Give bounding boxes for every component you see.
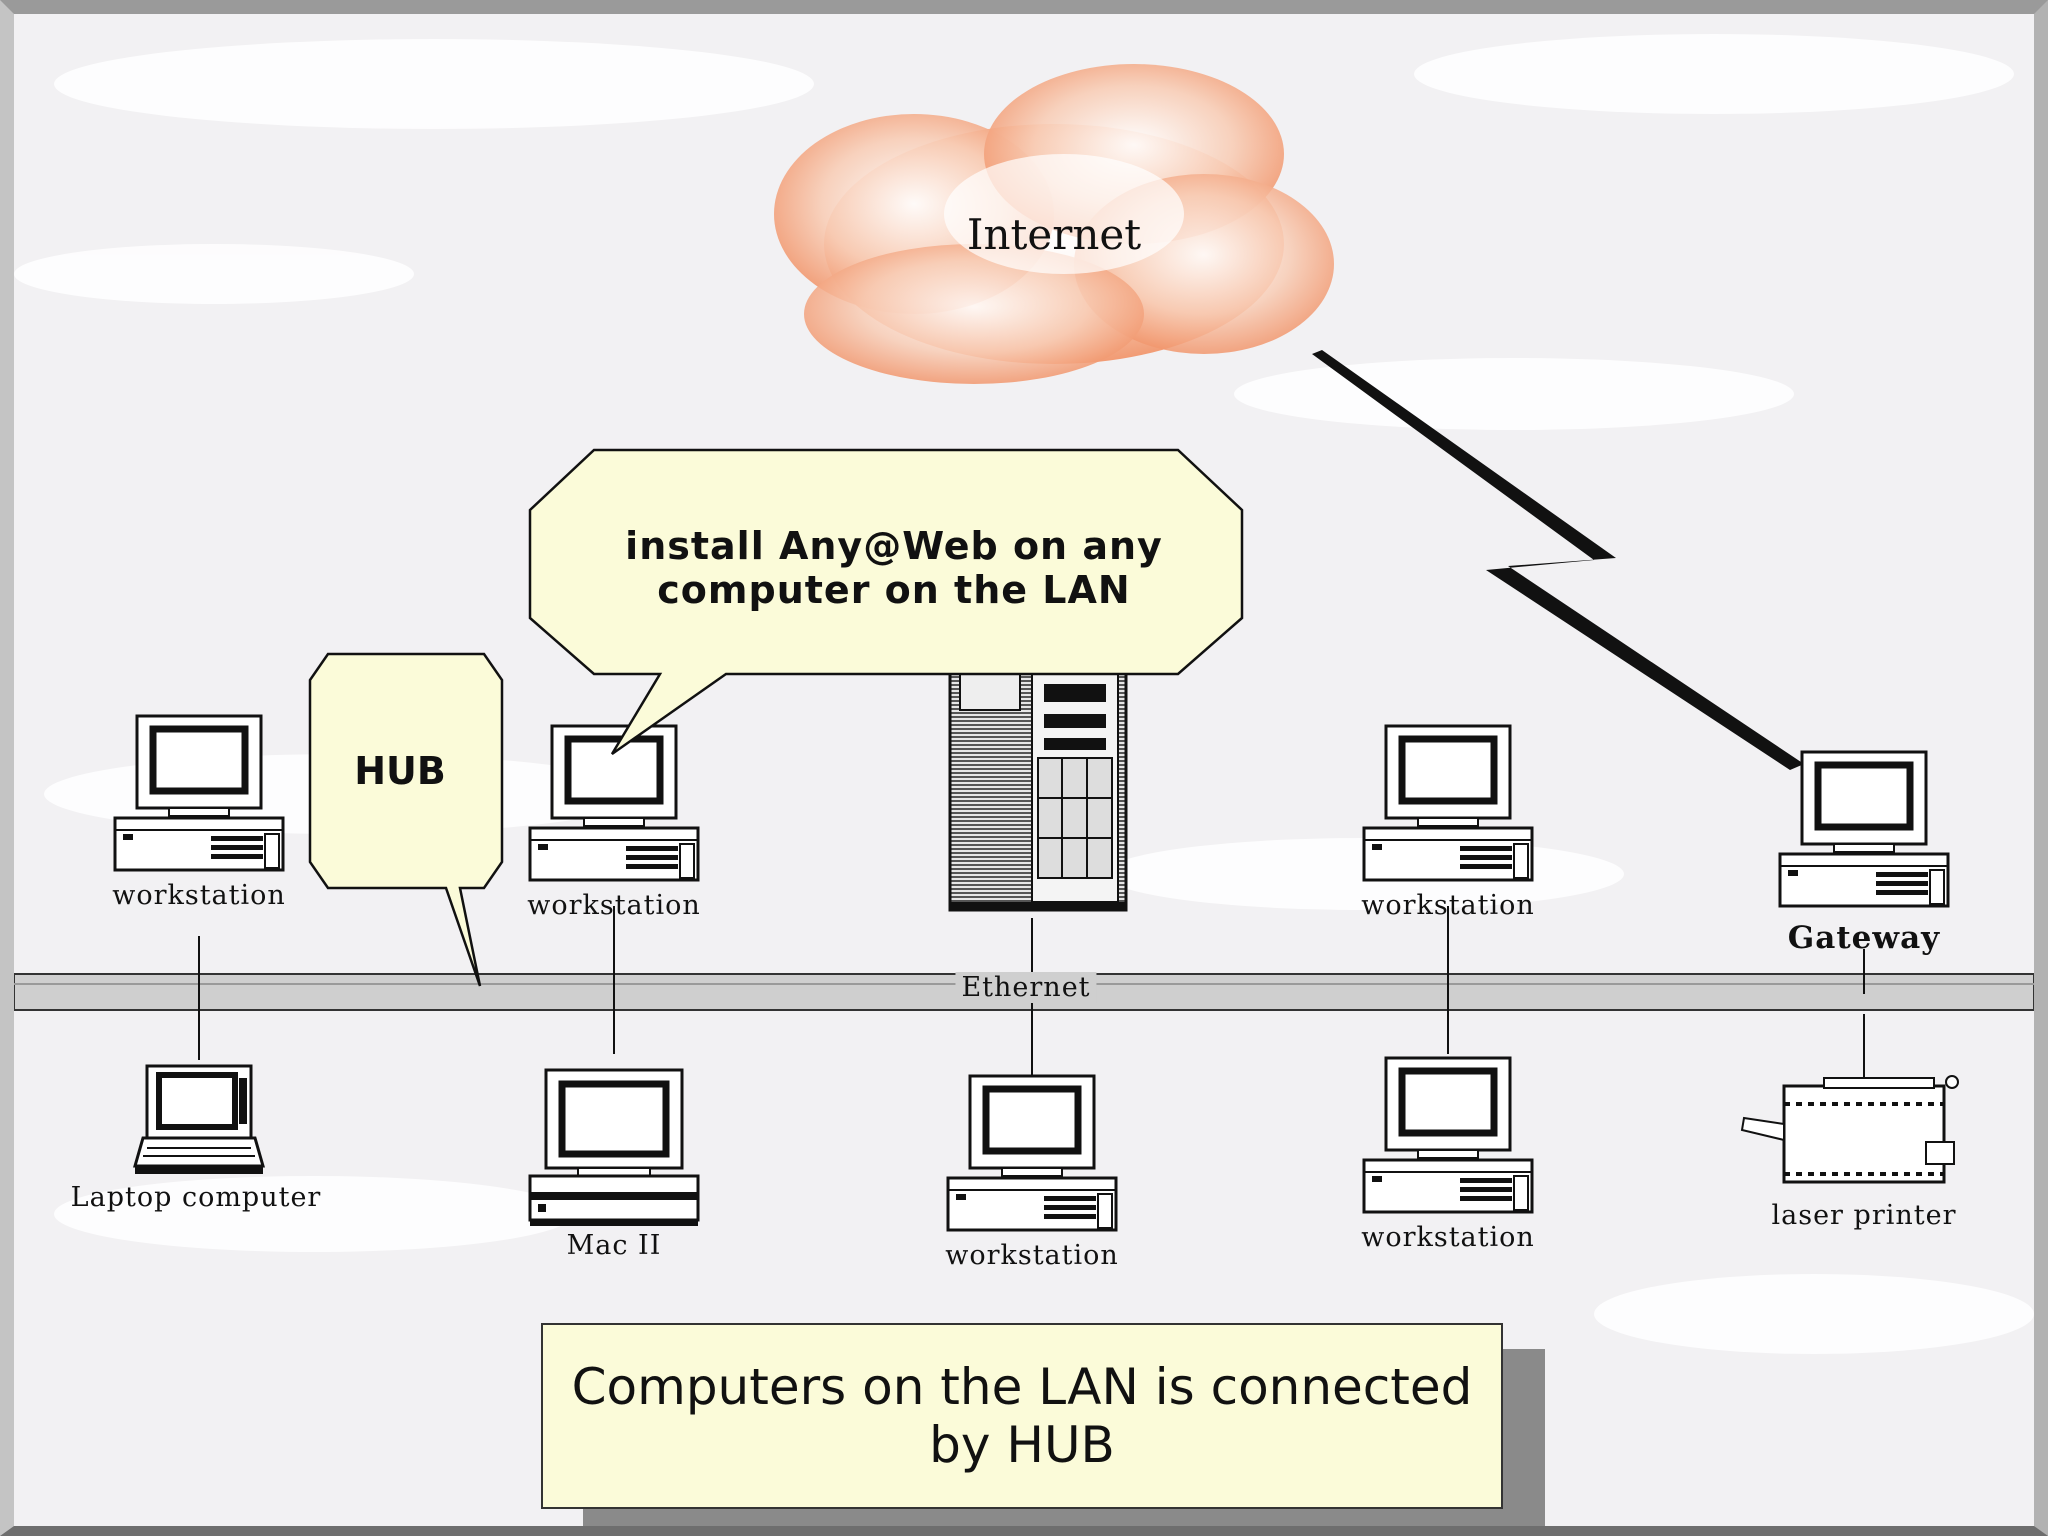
workstation-top-right-label: workstation xyxy=(1361,890,1535,921)
hub-callout-shape xyxy=(308,652,504,987)
workstation-bottom-center-label: workstation xyxy=(945,1240,1119,1271)
mac-ii-label: Mac II xyxy=(566,1230,662,1261)
laptop-computer-label: Laptop computer xyxy=(70,1182,322,1213)
laser-printer-label: laser printer xyxy=(1771,1200,1957,1231)
server-tower xyxy=(948,662,1128,912)
gateway-label: Gateway xyxy=(1787,920,1941,956)
caption-text: Computers on the LAN is connected by HUB xyxy=(571,1358,1473,1474)
internet-label: Internet xyxy=(966,210,1142,259)
workstation-top-center-label: workstation xyxy=(527,890,701,921)
mac-ii-icon xyxy=(530,1070,698,1226)
laptop-computer-icon xyxy=(135,1066,263,1174)
gateway-computer-icon xyxy=(1780,752,1948,906)
hub-callout-text: HUB xyxy=(354,749,446,793)
install-callout-text: install Any@Web on any computer on the L… xyxy=(625,524,1163,612)
background-clouds xyxy=(14,34,2034,1354)
workstation-bottom-right-label: workstation xyxy=(1361,1222,1535,1253)
workstation-bottom-right-icon xyxy=(1364,1058,1532,1212)
internet-cloud xyxy=(774,64,1334,384)
workstation-bottom-center-icon xyxy=(948,1076,1116,1230)
ethernet-label: Ethernet xyxy=(955,972,1097,1003)
caption-box: Computers on the LAN is connected by HUB xyxy=(541,1323,1503,1509)
laser-printer-icon xyxy=(1740,1075,1959,1184)
install-callout-shape xyxy=(528,448,1244,756)
workstation-top-left-label: workstation xyxy=(112,880,286,911)
workstation-top-left-icon xyxy=(115,716,283,870)
workstation-top-right-icon xyxy=(1364,726,1532,880)
